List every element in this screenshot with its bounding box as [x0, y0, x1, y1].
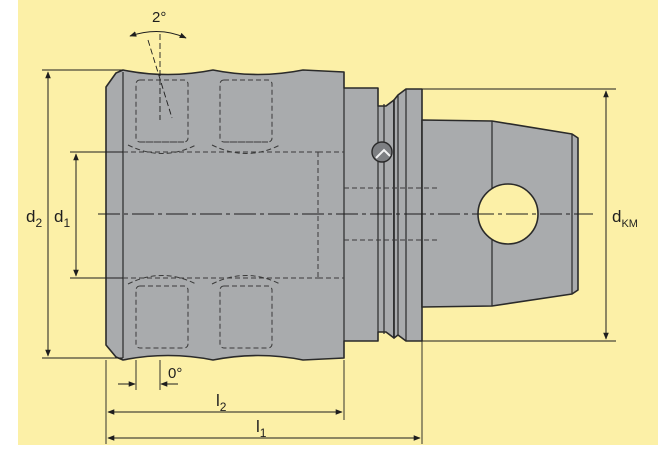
l2-label: l2: [216, 391, 227, 414]
dkm-label: dKM: [612, 207, 638, 230]
d2-label: d2: [26, 207, 42, 230]
technical-drawing: 2° 0° d2 d1 dKM l2 l1: [18, 0, 658, 445]
angle-2-label: 2°: [152, 9, 166, 26]
extension-lines: [42, 34, 616, 444]
angle-0-label: 0°: [168, 365, 182, 382]
d1-label: d1: [54, 207, 70, 230]
l1-label: l1: [256, 417, 267, 440]
dimension-lines: [45, 31, 609, 441]
locking-ball: [371, 141, 393, 163]
angle-2-arc: [129, 31, 187, 39]
sleeve-body: [105, 69, 395, 361]
hidden-lines: [123, 79, 438, 349]
